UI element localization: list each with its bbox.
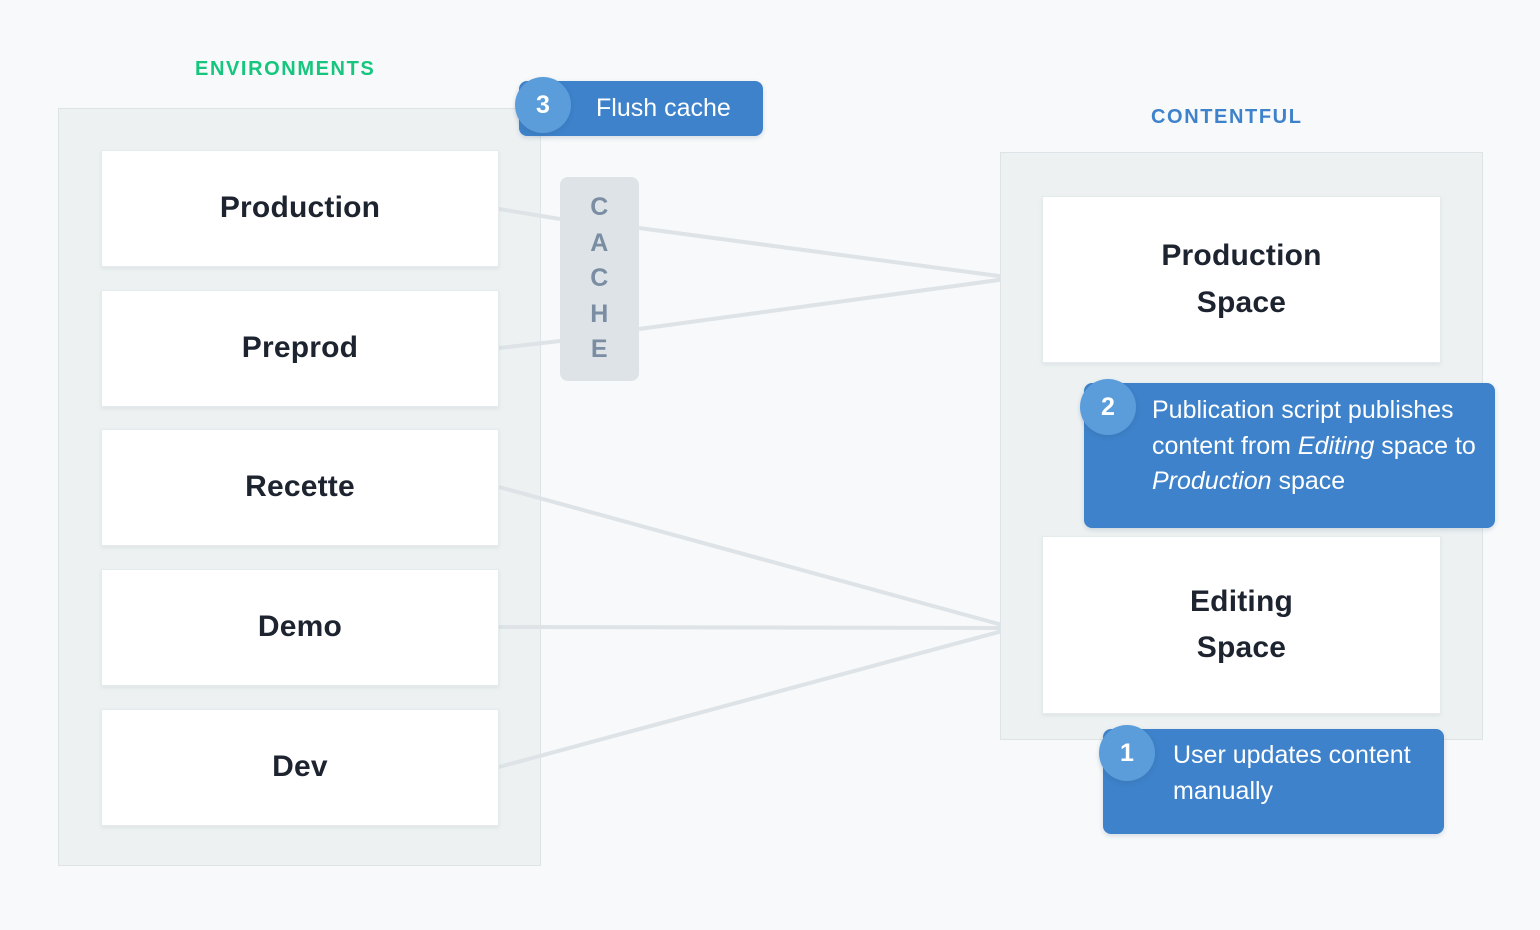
connector-cache-to-production-space-upper (638, 226, 1007, 279)
callout-flush-cache[interactable]: 3 Flush cache (515, 77, 763, 136)
connector-dev-to-editing-space (498, 628, 1007, 769)
environments-heading: ENVIRONMENTS (195, 58, 376, 80)
env-card-dev-label: Dev (272, 750, 328, 784)
space-card-production-line2: Space (1196, 285, 1287, 319)
callout-user-updates[interactable]: 1 User updates content manually (1099, 725, 1444, 834)
space-card-editing-label: Editing Space (1190, 579, 1293, 672)
connector-cache-to-production-space-lower (638, 265, 1032, 331)
env-card-demo[interactable]: Demo (101, 569, 499, 686)
cache-letter-3: C (590, 264, 609, 293)
callout-user-updates-badge: 1 (1099, 725, 1155, 781)
env-card-recette[interactable]: Recette (101, 429, 499, 546)
space-card-editing-line1: Editing (1189, 584, 1294, 618)
callout-user-updates-text: User updates content manually (1173, 741, 1411, 805)
cache-letter-4: H (590, 299, 609, 328)
space-card-editing-line2: Space (1196, 631, 1287, 664)
callout-publication-part-1: Publication script publishes content fro… (1152, 396, 1454, 460)
callout-flush-cache-badge: 3 (515, 77, 571, 133)
callout-publication-part-5: space (1271, 467, 1346, 495)
space-card-production-line1: Production (1161, 239, 1322, 272)
env-card-production[interactable]: Production (101, 150, 499, 267)
callout-publication-script[interactable]: 2 Publication script publishes content f… (1080, 379, 1495, 528)
env-card-recette-label: Recette (245, 470, 355, 504)
space-card-editing[interactable]: Editing Space (1042, 536, 1441, 714)
cache-letter-2: A (590, 228, 609, 257)
callout-publication-part-3: space to (1374, 431, 1476, 460)
contentful-heading: CONTENTFUL (1151, 106, 1303, 128)
cache-block: C A C H E (560, 177, 639, 381)
callout-flush-cache-text: Flush cache (596, 93, 731, 122)
callout-publication-part-4-italic: Production (1152, 467, 1272, 495)
connector-demo-to-editing-space (498, 613, 1032, 642)
env-card-demo-label: Demo (257, 610, 343, 644)
space-card-production[interactable]: Production Space (1042, 196, 1441, 363)
env-card-preprod-label: Preprod (241, 331, 359, 365)
cache-letter-1: C (590, 193, 609, 222)
space-card-production-label: Production Space (1161, 233, 1321, 326)
connector-recette-to-editing-space (498, 485, 1007, 628)
cache-letter-5: E (590, 335, 609, 364)
callout-publication-part-2-italic: Editing (1297, 431, 1375, 460)
env-card-preprod[interactable]: Preprod (101, 290, 499, 407)
env-card-production-label: Production (219, 191, 381, 225)
env-card-dev[interactable]: Dev (101, 709, 499, 826)
callout-publication-script-text: Publication script publishes content fro… (1152, 393, 1483, 500)
callout-publication-script-badge: 2 (1080, 379, 1136, 435)
